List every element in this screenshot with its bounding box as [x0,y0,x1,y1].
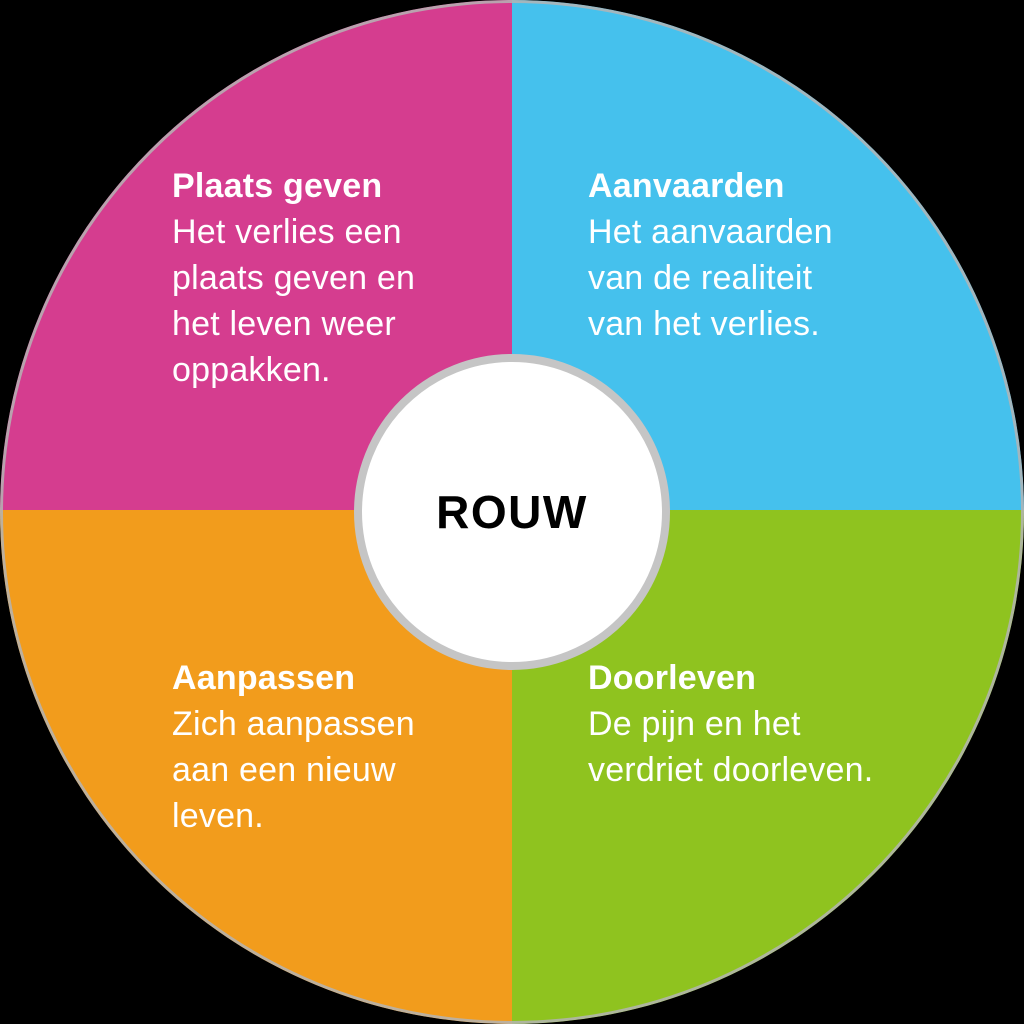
quadrant-title-plaats-geven: Plaats geven [172,167,383,205]
quadrant-body-aanpassen: Zich aanpassen aan een nieuw leven. [172,705,415,835]
quadrant-text-plaats-geven: Plaats geven Het verlies een plaats geve… [172,163,502,393]
quadrant-text-doorleven: Doorleven De pijn en het verdriet doorle… [588,655,948,793]
center-label: ROUW [436,486,588,538]
center-circle: ROUW [354,354,670,670]
quadrant-text-aanvaarden: Aanvaarden Het aanvaarden van de realite… [588,163,928,347]
quadrant-body-doorleven: De pijn en het verdriet doorleven. [588,705,874,789]
quadrant-body-plaats-geven: Het verlies een plaats geven en het leve… [172,213,416,389]
quadrant-body-aanvaarden: Het aanvaarden van de realiteit van het … [588,213,833,343]
quadrant-title-doorleven: Doorleven [588,659,757,697]
quadrant-title-aanvaarden: Aanvaarden [588,167,785,205]
quadrant-title-aanpassen: Aanpassen [172,659,356,697]
quadrant-text-aanpassen: Aanpassen Zich aanpassen aan een nieuw l… [172,655,502,839]
